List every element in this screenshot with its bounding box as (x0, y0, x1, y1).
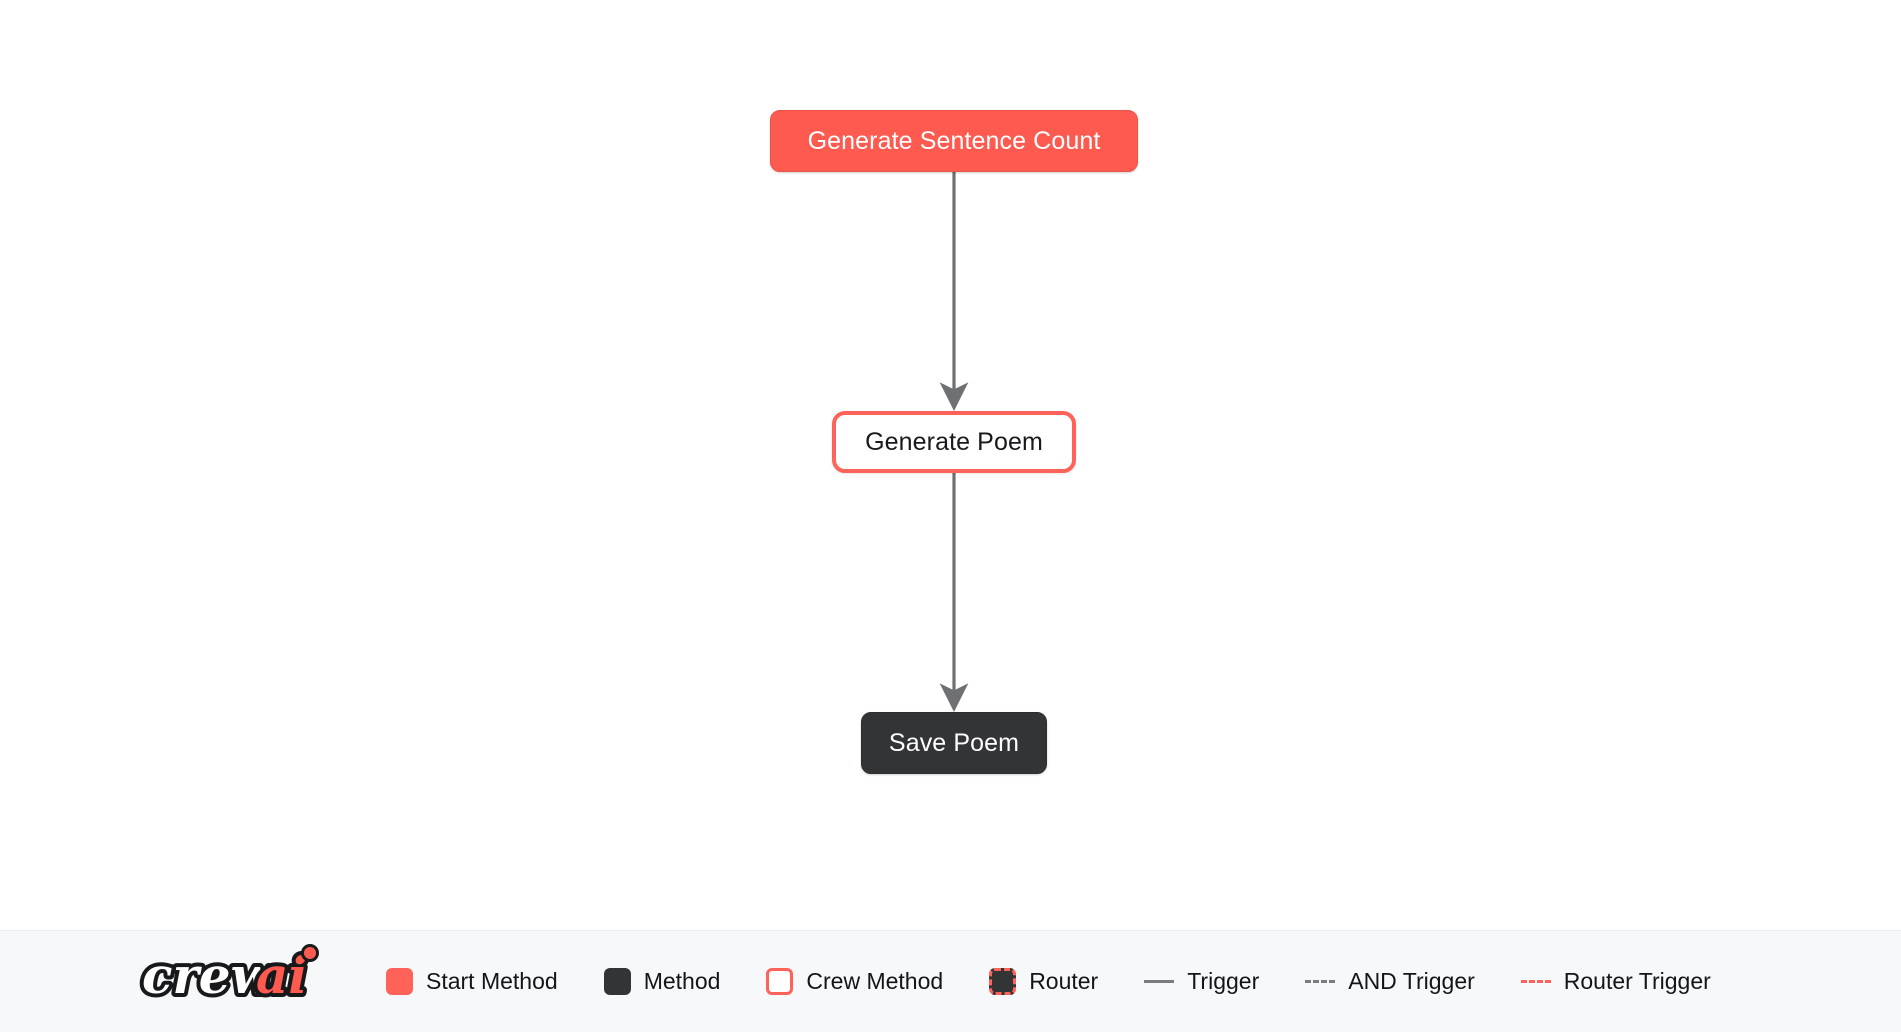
node-label: Generate Poem (865, 427, 1043, 456)
router-trigger-line-icon (1520, 980, 1551, 983)
legend-items: Start Method Method Crew Method Router T… (386, 968, 1711, 995)
node-label: Generate Sentence Count (807, 126, 1101, 155)
method-swatch-icon (603, 968, 631, 995)
legend-label: Router Trigger (1563, 968, 1711, 994)
start-method-swatch-icon (386, 968, 413, 995)
legend-item-router-trigger: Router Trigger (1520, 968, 1711, 995)
legend-label: Crew Method (806, 968, 944, 994)
svg-text:ai: ai (256, 946, 307, 1005)
legend-item-method: Method (603, 968, 721, 995)
crew-method-swatch-icon (766, 968, 794, 995)
and-trigger-line-icon (1305, 980, 1336, 983)
flow-node-generate-poem[interactable]: Generate Poem (832, 411, 1076, 473)
router-swatch-icon (989, 968, 1017, 995)
legend-item-router: Router (989, 968, 1098, 995)
legend-label: Method (643, 968, 721, 994)
legend-label: AND Trigger (1348, 968, 1475, 994)
flow-node-generate-sentence-count[interactable]: Generate Sentence Count (770, 110, 1138, 172)
legend-item-start-method: Start Method (386, 968, 558, 995)
flow-canvas[interactable]: Generate Sentence Count Generate Poem Sa… (0, 0, 1901, 930)
legend-label: Trigger (1187, 968, 1260, 994)
svg-text:crew: crew (142, 946, 276, 1005)
svg-text:crew: crew (142, 946, 276, 1005)
legend-label: Router (1029, 968, 1099, 994)
trigger-line-icon (1144, 980, 1175, 983)
legend-item-and-trigger: AND Trigger (1305, 968, 1475, 995)
legend-item-trigger: Trigger (1144, 968, 1259, 995)
legend-item-crew-method: Crew Method (766, 968, 943, 995)
node-label: Save Poem (888, 728, 1020, 757)
legend-label: Start Method (426, 968, 558, 994)
crewai-logo: crew crew ai ai (138, 941, 338, 1018)
legend-bar: crew crew ai ai Start Method Method Crew… (0, 930, 1901, 1032)
flow-node-save-poem[interactable]: Save Poem (861, 712, 1047, 774)
